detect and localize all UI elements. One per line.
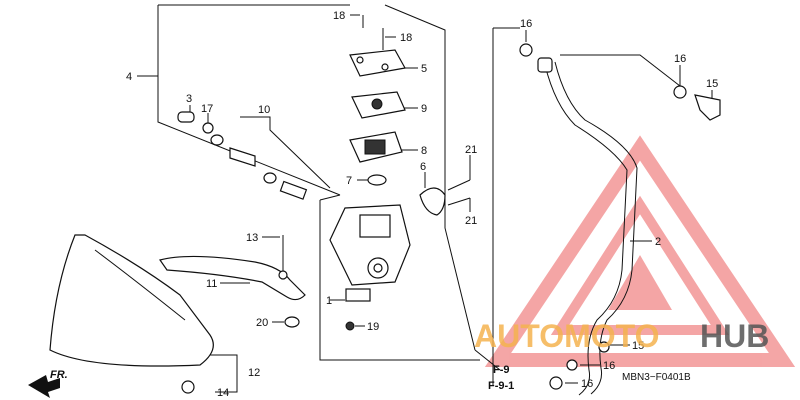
watermark-text-a: AUTOMOTO — [474, 318, 659, 354]
ref-label-f9: F-9 — [493, 364, 510, 376]
part-label-2: 2 — [655, 236, 661, 248]
watermark-logo — [484, 135, 796, 367]
part-label-14: 14 — [217, 387, 229, 399]
front-direction-arrow — [28, 375, 60, 398]
part-label-9: 9 — [421, 103, 427, 115]
clamp-holder — [419, 179, 471, 216]
part-label-4: 4 — [126, 71, 132, 83]
part-label-7: 7 — [346, 175, 352, 187]
part-labels: 4 3 17 10 18 18 5 9 8 7 6 21 21 13 11 1 … — [126, 10, 718, 399]
part-label-19: 19 — [367, 321, 379, 333]
ref-label-f9-1: F-9-1 — [488, 380, 514, 392]
part-label-6: 6 — [420, 161, 426, 173]
part-label-17: 17 — [201, 103, 213, 115]
hand-guard — [49, 234, 214, 394]
reservoir-cap-assembly — [349, 15, 406, 186]
part-label-18-top: 18 — [333, 10, 345, 22]
assembly-outline — [157, 4, 520, 385]
part-label-10: 10 — [258, 104, 270, 116]
part-label-8: 8 — [421, 145, 427, 157]
part-label-20: 20 — [256, 317, 268, 329]
brake-lever — [159, 235, 306, 328]
part-label-21-top: 21 — [465, 144, 477, 156]
part-label-15-top: 15 — [706, 78, 718, 90]
master-cylinder — [329, 204, 411, 331]
part-label-13: 13 — [246, 232, 258, 244]
drawing-code: MBN3−F0401B — [622, 372, 691, 383]
watermark-text-b: HUB — [700, 318, 769, 354]
part-label-12: 12 — [248, 367, 260, 379]
part-label-15-bottom: 15 — [632, 340, 644, 352]
part-label-5: 5 — [421, 63, 427, 75]
brake-hose — [474, 43, 721, 396]
part-label-1: 1 — [326, 295, 332, 307]
direction-label: FR. — [50, 369, 68, 381]
piston-set — [177, 111, 308, 200]
part-label-16-right: 16 — [674, 53, 686, 65]
part-label-16-bottom: 16 — [581, 378, 593, 390]
part-label-3: 3 — [186, 93, 192, 105]
part-label-11: 11 — [206, 278, 217, 290]
part-label-18: 18 — [400, 32, 412, 44]
part-label-16-mid: 16 — [603, 360, 615, 372]
part-label-16-top: 16 — [520, 18, 532, 30]
part-label-21: 21 — [465, 215, 477, 227]
